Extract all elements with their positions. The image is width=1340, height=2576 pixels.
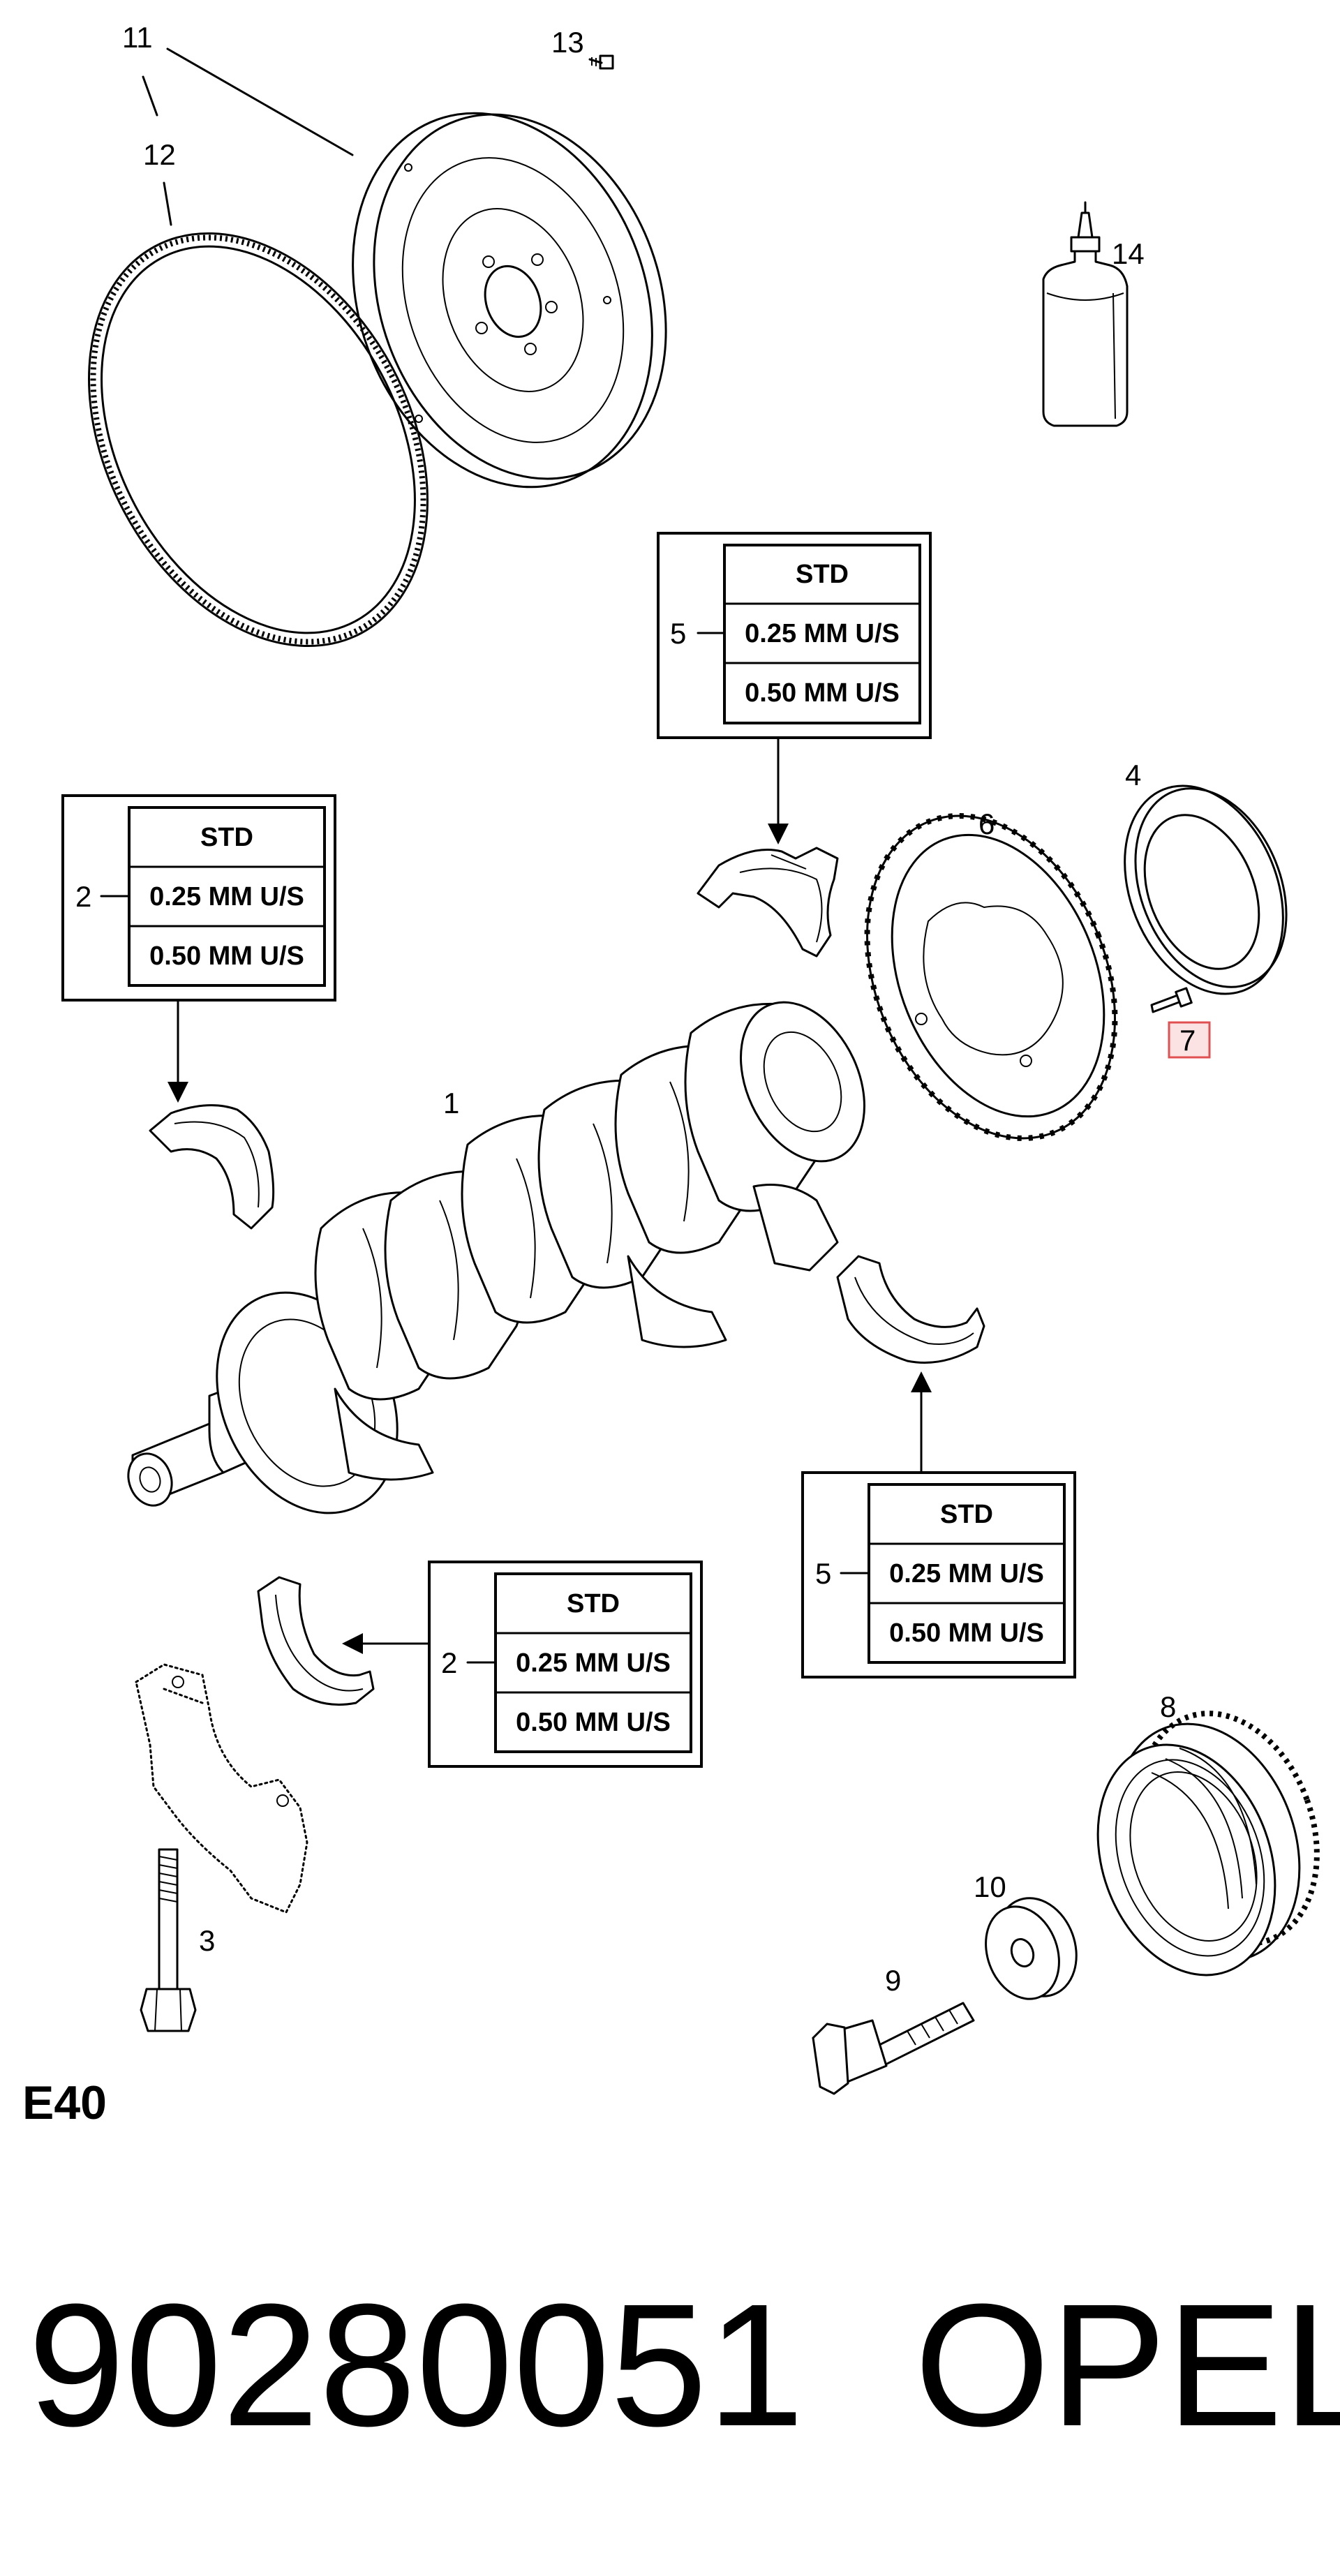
section-code: E40 [22, 2076, 107, 2129]
crankshaft-drawing [127, 1001, 865, 1514]
arrow-up-icon [911, 1371, 932, 1392]
bearing-table-left: 2 STD 0.25 MM U/S 0.50 MM U/S [61, 794, 336, 1103]
arrow-down-icon [768, 824, 789, 844]
leader-lines [142, 47, 354, 226]
bolt-9-drawing [812, 2002, 975, 2095]
table-left-callout: 2 [75, 880, 91, 913]
table-left-025: 0.25 MM U/S [149, 882, 304, 911]
table-left-std: STD [200, 823, 253, 852]
reluctor-ring-drawing [864, 813, 1118, 1141]
bearing-table-lower: 5 STD 0.25 MM U/S 0.50 MM U/S [801, 1371, 1076, 1678]
bolt-13-drawing [588, 54, 614, 70]
table-rod-025: 0.25 MM U/S [516, 1648, 671, 1678]
washer-drawing [985, 1897, 1078, 2000]
ring-gear-drawing [88, 232, 429, 648]
bearing-table-rod: 2 STD 0.25 MM U/S 0.50 MM U/S [342, 1561, 703, 1768]
callout-12: 12 [143, 138, 176, 171]
flywheel-drawing [352, 112, 667, 489]
callout-7[interactable]: 7 [1179, 1024, 1196, 1057]
table-upper-std: STD [796, 560, 849, 589]
vibration-damper-drawing [1096, 1711, 1320, 1976]
callout-3: 3 [199, 1924, 215, 1957]
rod-cap-drawing [135, 1663, 308, 1914]
table-lower-025: 0.25 MM U/S [889, 1559, 1044, 1588]
upper-bearing-shell-drawing [697, 847, 839, 958]
callout-9: 9 [885, 1964, 901, 1997]
screw-7-drawing [1150, 987, 1193, 1013]
sealant-bottle-drawing [1042, 201, 1129, 427]
table-lower-050: 0.50 MM U/S [889, 1618, 1044, 1648]
table-rod-callout: 2 [441, 1646, 457, 1679]
callout-14: 14 [1112, 237, 1145, 270]
table-lower-callout: 5 [815, 1557, 831, 1590]
rod-bearing-shell-drawing [257, 1576, 375, 1706]
table-lower-std: STD [940, 1500, 993, 1529]
lower-bearing-shell-drawing [836, 1255, 985, 1364]
table-rod-std: STD [567, 1589, 620, 1618]
oil-seal-drawing [1124, 784, 1288, 995]
table-upper-050: 0.50 MM U/S [745, 678, 900, 708]
callout-10: 10 [974, 1870, 1006, 1903]
table-left-050: 0.50 MM U/S [149, 941, 304, 971]
table-rod-050: 0.50 MM U/S [516, 1708, 671, 1737]
table-upper-025: 0.25 MM U/S [745, 619, 900, 648]
callout-11: 11 [122, 21, 153, 54]
callout-13: 13 [551, 26, 584, 59]
arrow-left-icon [342, 1633, 363, 1654]
callout-8: 8 [1160, 1690, 1176, 1723]
callout-6: 6 [978, 807, 995, 840]
left-bearing-shell-drawing [149, 1104, 275, 1230]
table-upper-callout: 5 [670, 617, 686, 650]
callout-7-highlight[interactable] [1168, 1021, 1211, 1059]
callout-1: 1 [443, 1087, 459, 1119]
callout-4: 4 [1125, 759, 1141, 791]
arrow-down-icon [168, 1082, 188, 1103]
part-number: 90280051 [28, 2268, 804, 2462]
brand-name: OPEL [914, 2268, 1340, 2462]
bearing-table-upper: 5 STD 0.25 MM U/S 0.50 MM U/S [657, 532, 932, 844]
bolt-3-drawing [140, 1848, 197, 2032]
